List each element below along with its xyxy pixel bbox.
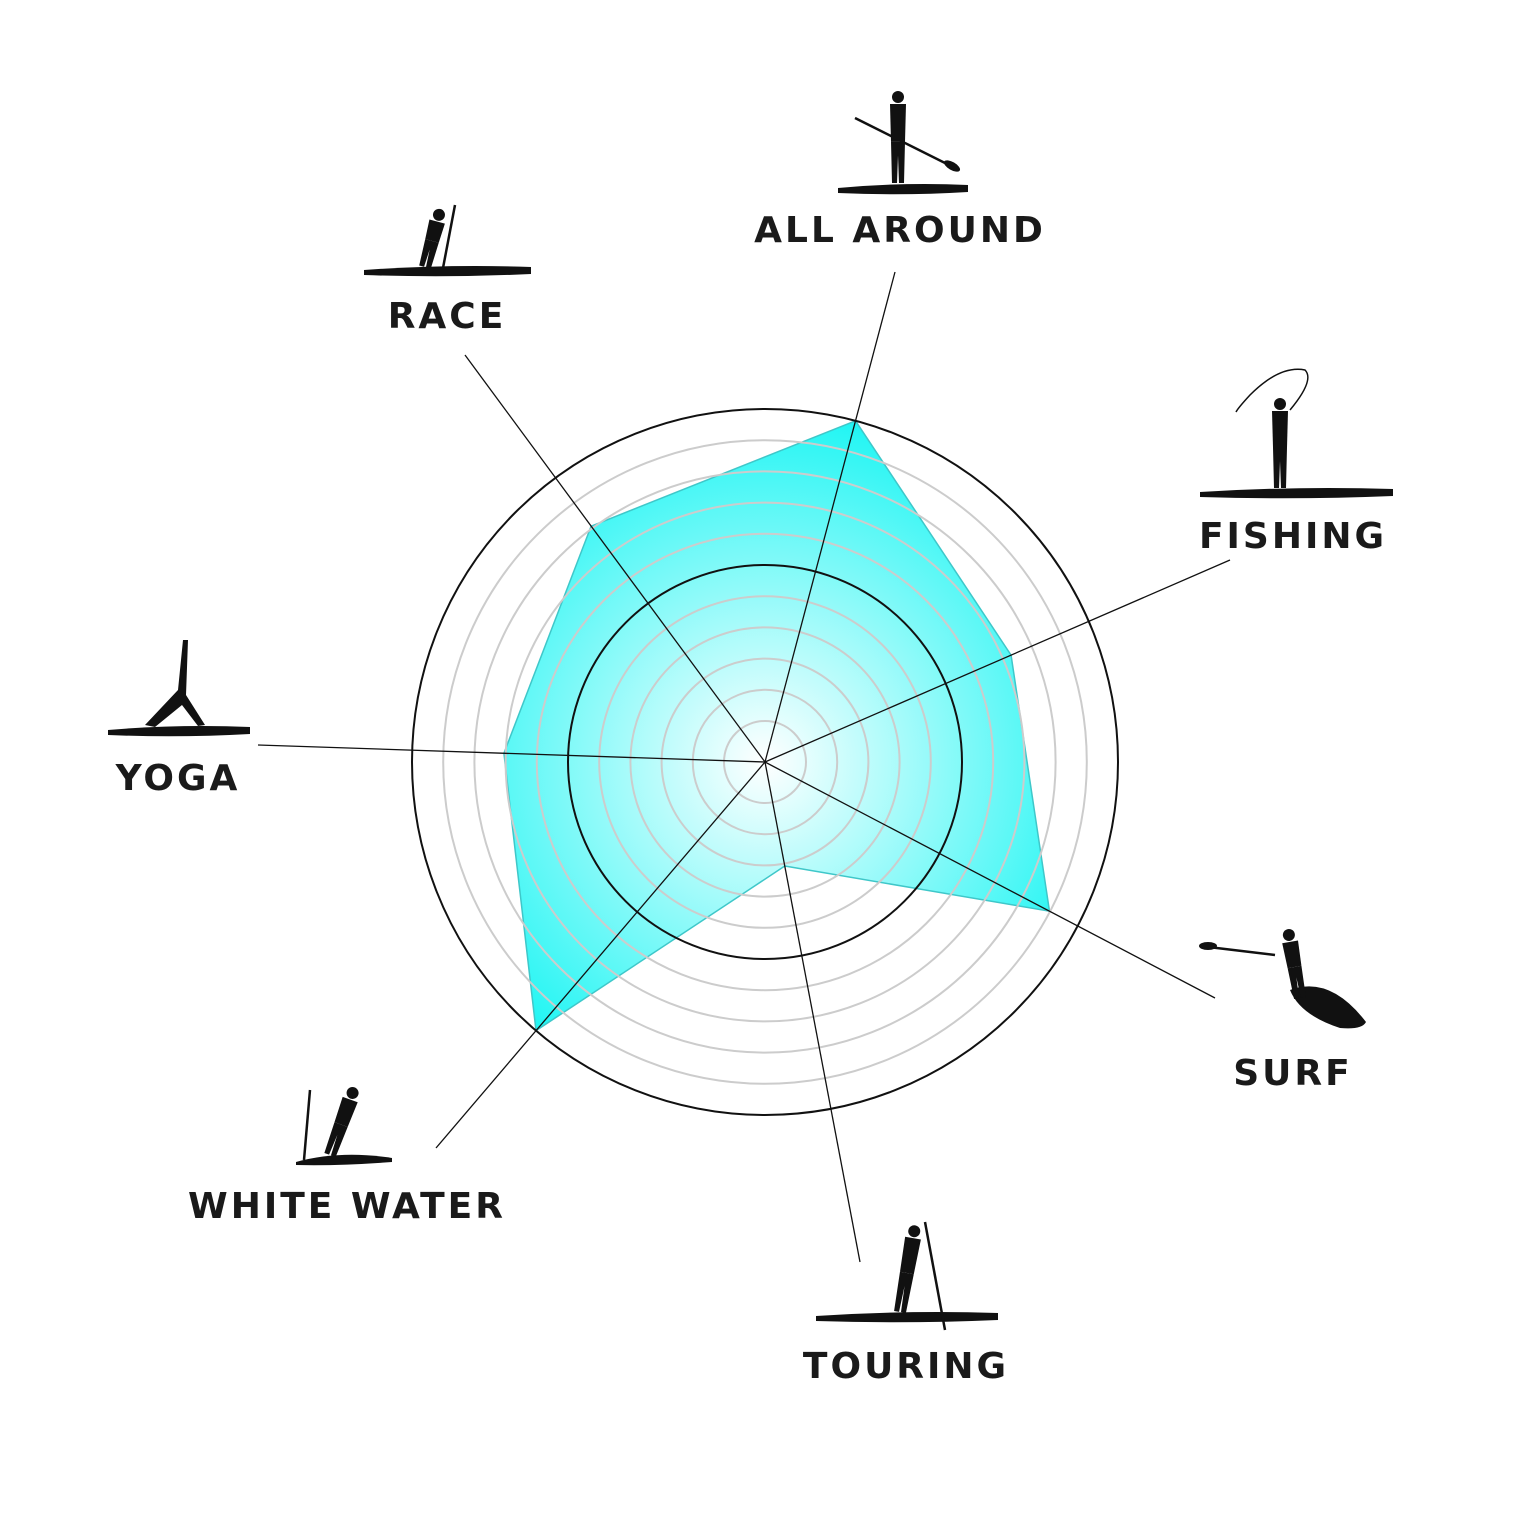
ring-minor — [598, 595, 932, 929]
yoga-board-icon — [108, 726, 250, 737]
ring-minor — [629, 626, 901, 898]
axis-line-4 — [435, 761, 766, 1149]
head — [1282, 928, 1295, 941]
fishing-person-icon — [1272, 398, 1288, 488]
fishing-line-icon — [1235, 368, 1309, 413]
legs — [894, 1271, 914, 1314]
label-white-water: WHITE WATER — [188, 1186, 506, 1227]
touring-paddle-icon — [923, 1221, 947, 1331]
torso — [890, 104, 906, 142]
ring-minor — [473, 470, 1057, 1054]
axis-line-5 — [257, 744, 766, 763]
ring-minor — [535, 532, 995, 992]
white-water-board-icon — [296, 1154, 392, 1166]
yoga-person-icon — [145, 640, 205, 727]
race-paddle-icon — [441, 204, 457, 269]
torso — [1272, 411, 1288, 448]
ring-major — [411, 408, 1119, 1116]
label-yoga: YOGA — [115, 758, 241, 799]
all-around-person-icon — [890, 91, 906, 183]
torso — [334, 1096, 358, 1127]
legs — [324, 1122, 348, 1158]
axis-line-1 — [764, 559, 1231, 763]
head — [908, 1225, 921, 1238]
white-water-paddle-icon — [302, 1089, 312, 1161]
head — [892, 91, 904, 103]
label-touring: TOURING — [803, 1346, 1009, 1387]
torso — [899, 1236, 921, 1275]
ring-minor — [504, 501, 1026, 1023]
race-person-icon — [419, 208, 445, 269]
ring-minor — [723, 720, 807, 804]
touring-board-icon — [816, 1312, 998, 1323]
data-polygon — [503, 420, 1051, 1032]
fishing-board-icon — [1200, 488, 1393, 499]
all-around-paddle-icon — [854, 116, 956, 170]
torso — [1282, 940, 1302, 969]
head — [432, 208, 445, 221]
head — [1274, 398, 1286, 410]
head — [346, 1086, 359, 1099]
axis-line-3 — [764, 761, 861, 1263]
label-surf: SURF — [1233, 1053, 1352, 1094]
legs — [1273, 447, 1287, 488]
surf-paddle-blade-icon — [1199, 942, 1217, 950]
torso — [425, 219, 445, 243]
all-around-board-icon — [838, 184, 968, 195]
axis-line-6 — [464, 354, 766, 763]
all-around-paddle-blade-icon — [943, 160, 961, 172]
axis-line-0 — [764, 271, 896, 763]
legs — [419, 239, 439, 269]
ring-minor — [691, 688, 839, 836]
axis-line-2 — [764, 761, 1216, 999]
touring-person-icon — [894, 1225, 921, 1314]
surf-person-icon — [1282, 928, 1306, 1000]
label-fishing: FISHING — [1199, 516, 1387, 557]
race-board-icon — [364, 266, 531, 277]
white-water-person-icon — [324, 1086, 359, 1158]
surf-board-icon — [1290, 986, 1366, 1029]
legs — [1287, 965, 1306, 1000]
legs — [891, 141, 905, 183]
ring-minor — [660, 657, 870, 867]
label-race: RACE — [388, 296, 507, 337]
ring-minor — [442, 439, 1088, 1085]
label-all-around: ALL AROUND — [754, 210, 1046, 251]
ring-major — [567, 564, 963, 960]
